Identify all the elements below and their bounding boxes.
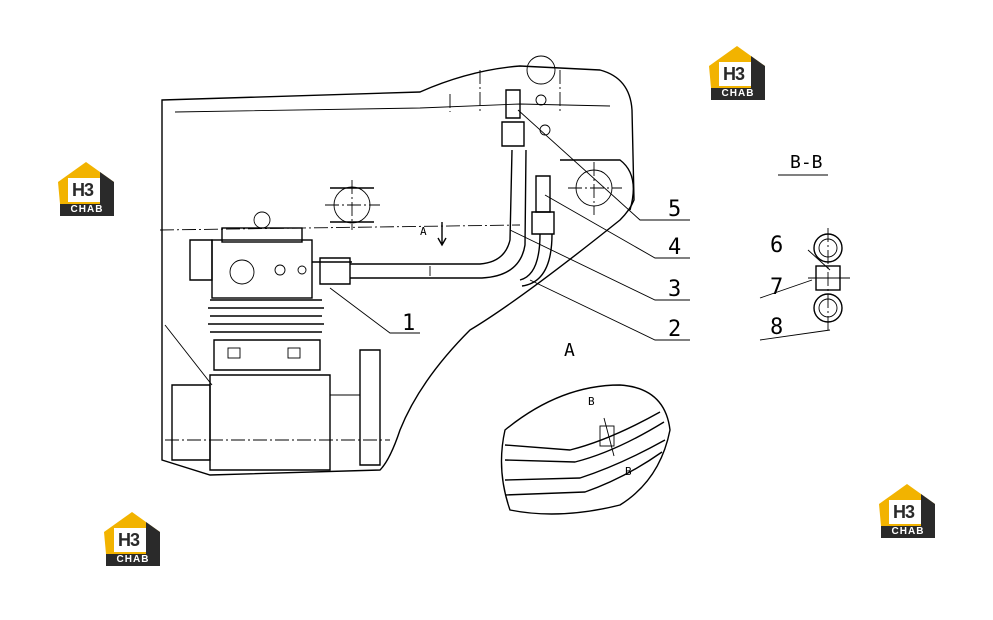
brand-logo: H3 CHAB — [102, 510, 164, 568]
callout-3: 3 — [668, 277, 681, 302]
brand-logo: H3 CHAB — [707, 44, 769, 102]
view-arrow: A — [420, 222, 447, 247]
brand-logo: H3 CHAB — [877, 482, 939, 540]
callout-7: 7 — [770, 275, 783, 300]
mounting-lug-left — [325, 180, 380, 230]
callout-2: 2 — [668, 317, 681, 342]
air-compressor — [164, 211, 381, 471]
callout-8: 8 — [770, 315, 783, 340]
callout-1: 1 — [402, 311, 415, 336]
view-arrow-label: A — [420, 225, 427, 238]
logo-roof-icon — [879, 484, 935, 526]
delivery-pipe — [312, 89, 555, 287]
top-boss — [526, 55, 556, 136]
callout-5: 5 — [668, 197, 681, 222]
leader-lines — [329, 109, 831, 341]
logo-roof-icon — [709, 46, 765, 88]
detail-mark-top: B — [588, 395, 595, 408]
view-a-detail: B B — [500, 384, 671, 515]
housing-outline — [159, 65, 635, 476]
section-bb-detail — [808, 228, 850, 330]
mounting-lug-right — [560, 159, 634, 215]
section-label: B-B — [790, 152, 823, 173]
callout-4: 4 — [668, 235, 681, 260]
detail-mark-bottom: B — [625, 465, 632, 478]
logo-roof-icon — [58, 162, 114, 204]
view-label: A — [564, 340, 575, 361]
logo-roof-icon — [104, 512, 160, 554]
callout-6: 6 — [770, 233, 783, 258]
brand-logo: H3 CHAB — [56, 160, 118, 218]
